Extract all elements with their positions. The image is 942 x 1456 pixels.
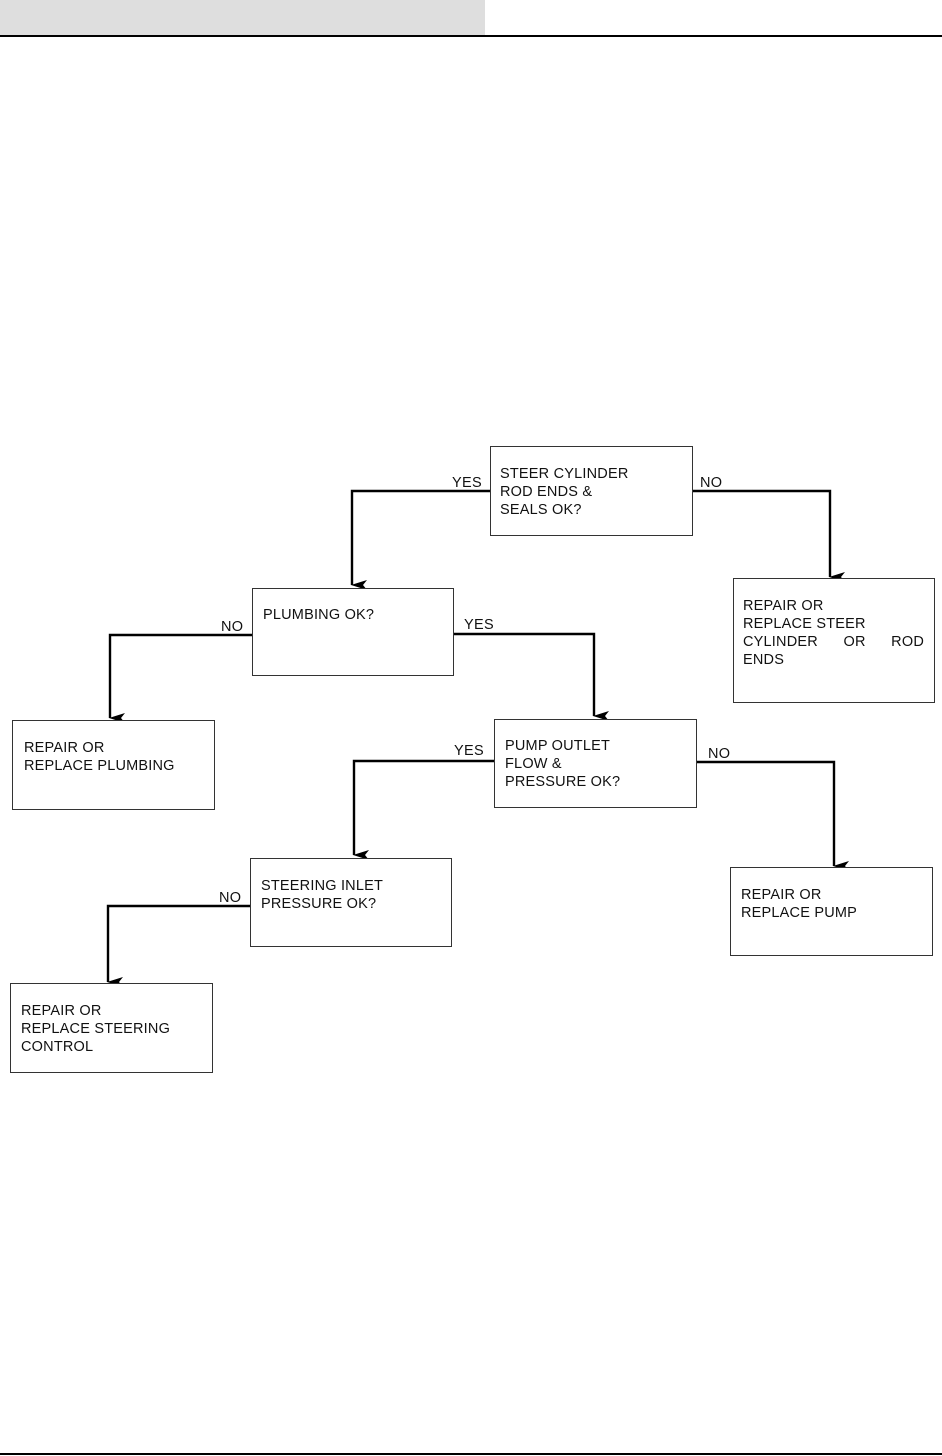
- action-replace-cylinder-line-1: REPAIR OR: [743, 598, 824, 614]
- connector-plumbing-no: [108, 633, 252, 723]
- action-replace-cylinder-line-2: REPLACE STEER: [743, 616, 866, 632]
- action-replace-pump: REPAIR OR REPLACE PUMP: [730, 867, 933, 956]
- decision-pump-outlet-line-2: FLOW &: [505, 756, 562, 772]
- action-replace-cylinder-word-1: CYLINDER: [743, 634, 818, 650]
- action-replace-pump-line-1: REPAIR OR: [741, 887, 822, 903]
- connector-steer-yes: [350, 489, 490, 590]
- connector-steer-no: [692, 489, 845, 582]
- decision-steer-cylinder-line-3: SEALS OK?: [500, 502, 582, 518]
- label-steer-no: NO: [700, 475, 723, 491]
- action-replace-control: REPAIR OR REPLACE STEERING CONTROL: [10, 983, 213, 1073]
- action-replace-plumbing-line-1: REPAIR OR: [24, 740, 105, 756]
- header-band: [0, 0, 485, 36]
- connector-inlet-no: [106, 904, 250, 987]
- decision-steer-cylinder: STEER CYLINDER ROD ENDS & SEALS OK?: [490, 446, 693, 536]
- action-replace-pump-line-2: REPLACE PUMP: [741, 905, 858, 921]
- action-replace-cylinder-word-2: OR: [843, 634, 866, 650]
- decision-plumbing: PLUMBING OK?: [252, 588, 454, 676]
- header-rule: [0, 35, 942, 37]
- connector-plumbing-yes: [454, 632, 609, 721]
- label-pump-yes: YES: [454, 743, 484, 759]
- action-replace-control-line-3: CONTROL: [21, 1039, 94, 1055]
- decision-pump-outlet-line-1: PUMP OUTLET: [505, 738, 611, 754]
- label-plumbing-no: NO: [221, 619, 244, 635]
- action-replace-control-line-2: REPLACE STEERING: [21, 1021, 171, 1037]
- action-replace-cylinder-word-3: ROD: [891, 634, 924, 650]
- action-replace-cylinder-line-3: CYLINDER OR ROD: [743, 633, 924, 651]
- action-replace-plumbing-line-2: REPLACE PLUMBING: [24, 758, 175, 774]
- decision-steering-inlet-line-1: STEERING INLET: [261, 878, 384, 894]
- decision-steer-cylinder-line-1: STEER CYLINDER: [500, 466, 629, 482]
- decision-plumbing-line-1: PLUMBING OK?: [263, 607, 375, 623]
- decision-steering-inlet-line-2: PRESSURE OK?: [261, 896, 377, 912]
- action-replace-plumbing: REPAIR OR REPLACE PLUMBING: [12, 720, 215, 810]
- label-inlet-no: NO: [219, 890, 242, 906]
- label-steer-yes: YES: [452, 475, 482, 491]
- action-replace-control-line-1: REPAIR OR: [21, 1003, 102, 1019]
- connector-pump-no: [696, 760, 849, 871]
- action-replace-cylinder: REPAIR OR REPLACE STEER CYLINDER OR ROD …: [733, 578, 935, 703]
- decision-steering-inlet: STEERING INLET PRESSURE OK?: [250, 858, 452, 947]
- label-plumbing-yes: YES: [464, 617, 494, 633]
- connector-pump-yes: [352, 759, 494, 860]
- footer-rule: [0, 1453, 942, 1455]
- decision-pump-outlet: PUMP OUTLET FLOW & PRESSURE OK?: [494, 719, 697, 808]
- decision-pump-outlet-line-3: PRESSURE OK?: [505, 774, 621, 790]
- label-pump-no: NO: [708, 746, 731, 762]
- decision-steer-cylinder-line-2: ROD ENDS &: [500, 484, 593, 500]
- action-replace-cylinder-line-4: ENDS: [743, 652, 785, 668]
